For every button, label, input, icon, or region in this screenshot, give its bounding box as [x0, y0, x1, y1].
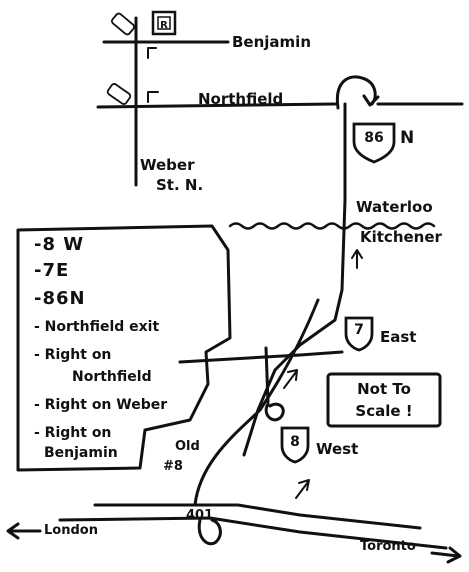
- hwy8-interchange-loop: [264, 402, 285, 422]
- turn-arrow-icon-2: [147, 91, 159, 103]
- highway-shield-icon-86: [352, 122, 396, 164]
- destination-marker: R: [160, 20, 168, 31]
- hwy401-road: [93, 503, 422, 530]
- parked-car-icon: [106, 12, 135, 105]
- directions-box-outline: [16, 224, 232, 472]
- weber-label-line2: St. N.: [156, 176, 204, 194]
- direction-step-6: - Right on Weber: [34, 397, 168, 413]
- turn-arrow-icon-1: [147, 47, 157, 59]
- hwy86-direction: N: [400, 128, 415, 148]
- old8-label-line2: #8: [163, 459, 183, 474]
- hwy7-direction: East: [380, 328, 417, 346]
- north-arrow-icon-8-lower: [295, 479, 310, 499]
- benjamin-label: Benjamin: [232, 33, 311, 51]
- direction-step-7: - Right on: [34, 425, 112, 441]
- hwy86-road: [242, 102, 347, 457]
- toronto-arrowhead: [446, 546, 462, 564]
- old8-label-line1: Old: [175, 439, 200, 454]
- kitchener-label: Kitchener: [360, 228, 442, 246]
- direction-step-2: -7E: [34, 260, 70, 281]
- hwy8-direction: West: [316, 440, 359, 458]
- city-boundary-line: [228, 222, 436, 230]
- highway-shield-icon-7: [344, 316, 374, 352]
- hwy401-label: 401: [186, 508, 214, 523]
- northfield-label: Northfield: [198, 90, 284, 108]
- highway-shield-icon-8: [280, 426, 310, 464]
- direction-step-5: - Right on: [34, 347, 112, 363]
- direction-step-7b: Benjamin: [44, 445, 118, 461]
- direction-step-4: - Northfield exit: [34, 319, 160, 335]
- hwy7-shield-number: 7: [354, 322, 364, 338]
- not-to-scale-line2: Scale !: [355, 402, 413, 420]
- waterloo-label: Waterloo: [356, 198, 433, 216]
- north-arrow-icon-8-upper: [283, 369, 298, 389]
- hwy401-road-south: [58, 516, 448, 550]
- hwy7-road: [178, 350, 344, 364]
- toronto-label: Toronto: [360, 539, 416, 554]
- london-label: London: [44, 523, 98, 538]
- london-arrowhead: [6, 522, 20, 540]
- exit-loop-arrowhead: [362, 94, 380, 107]
- hwy8-shield-number: 8: [290, 434, 300, 450]
- direction-step-1: -8 W: [34, 234, 85, 255]
- hwy8-upper-connector: [264, 346, 270, 404]
- weber-label-line1: Weber: [140, 156, 195, 174]
- direction-step-3: -86N: [34, 288, 86, 309]
- toronto-arrow-line: [430, 551, 460, 558]
- hwy8-road: [193, 298, 320, 507]
- north-arrow-icon-86: [351, 249, 363, 269]
- northfield-exit-loop: [335, 75, 377, 110]
- hwy401-ramp-loop: [197, 518, 222, 546]
- not-to-scale-line1: Not To: [357, 380, 411, 398]
- not-to-scale-note: Not To Scale !: [328, 378, 440, 422]
- hwy86-shield-number: 86: [364, 130, 384, 146]
- direction-step-5b: Northfield: [72, 369, 152, 385]
- not-to-scale-box: [326, 372, 442, 428]
- destination-box-icon: [151, 10, 177, 36]
